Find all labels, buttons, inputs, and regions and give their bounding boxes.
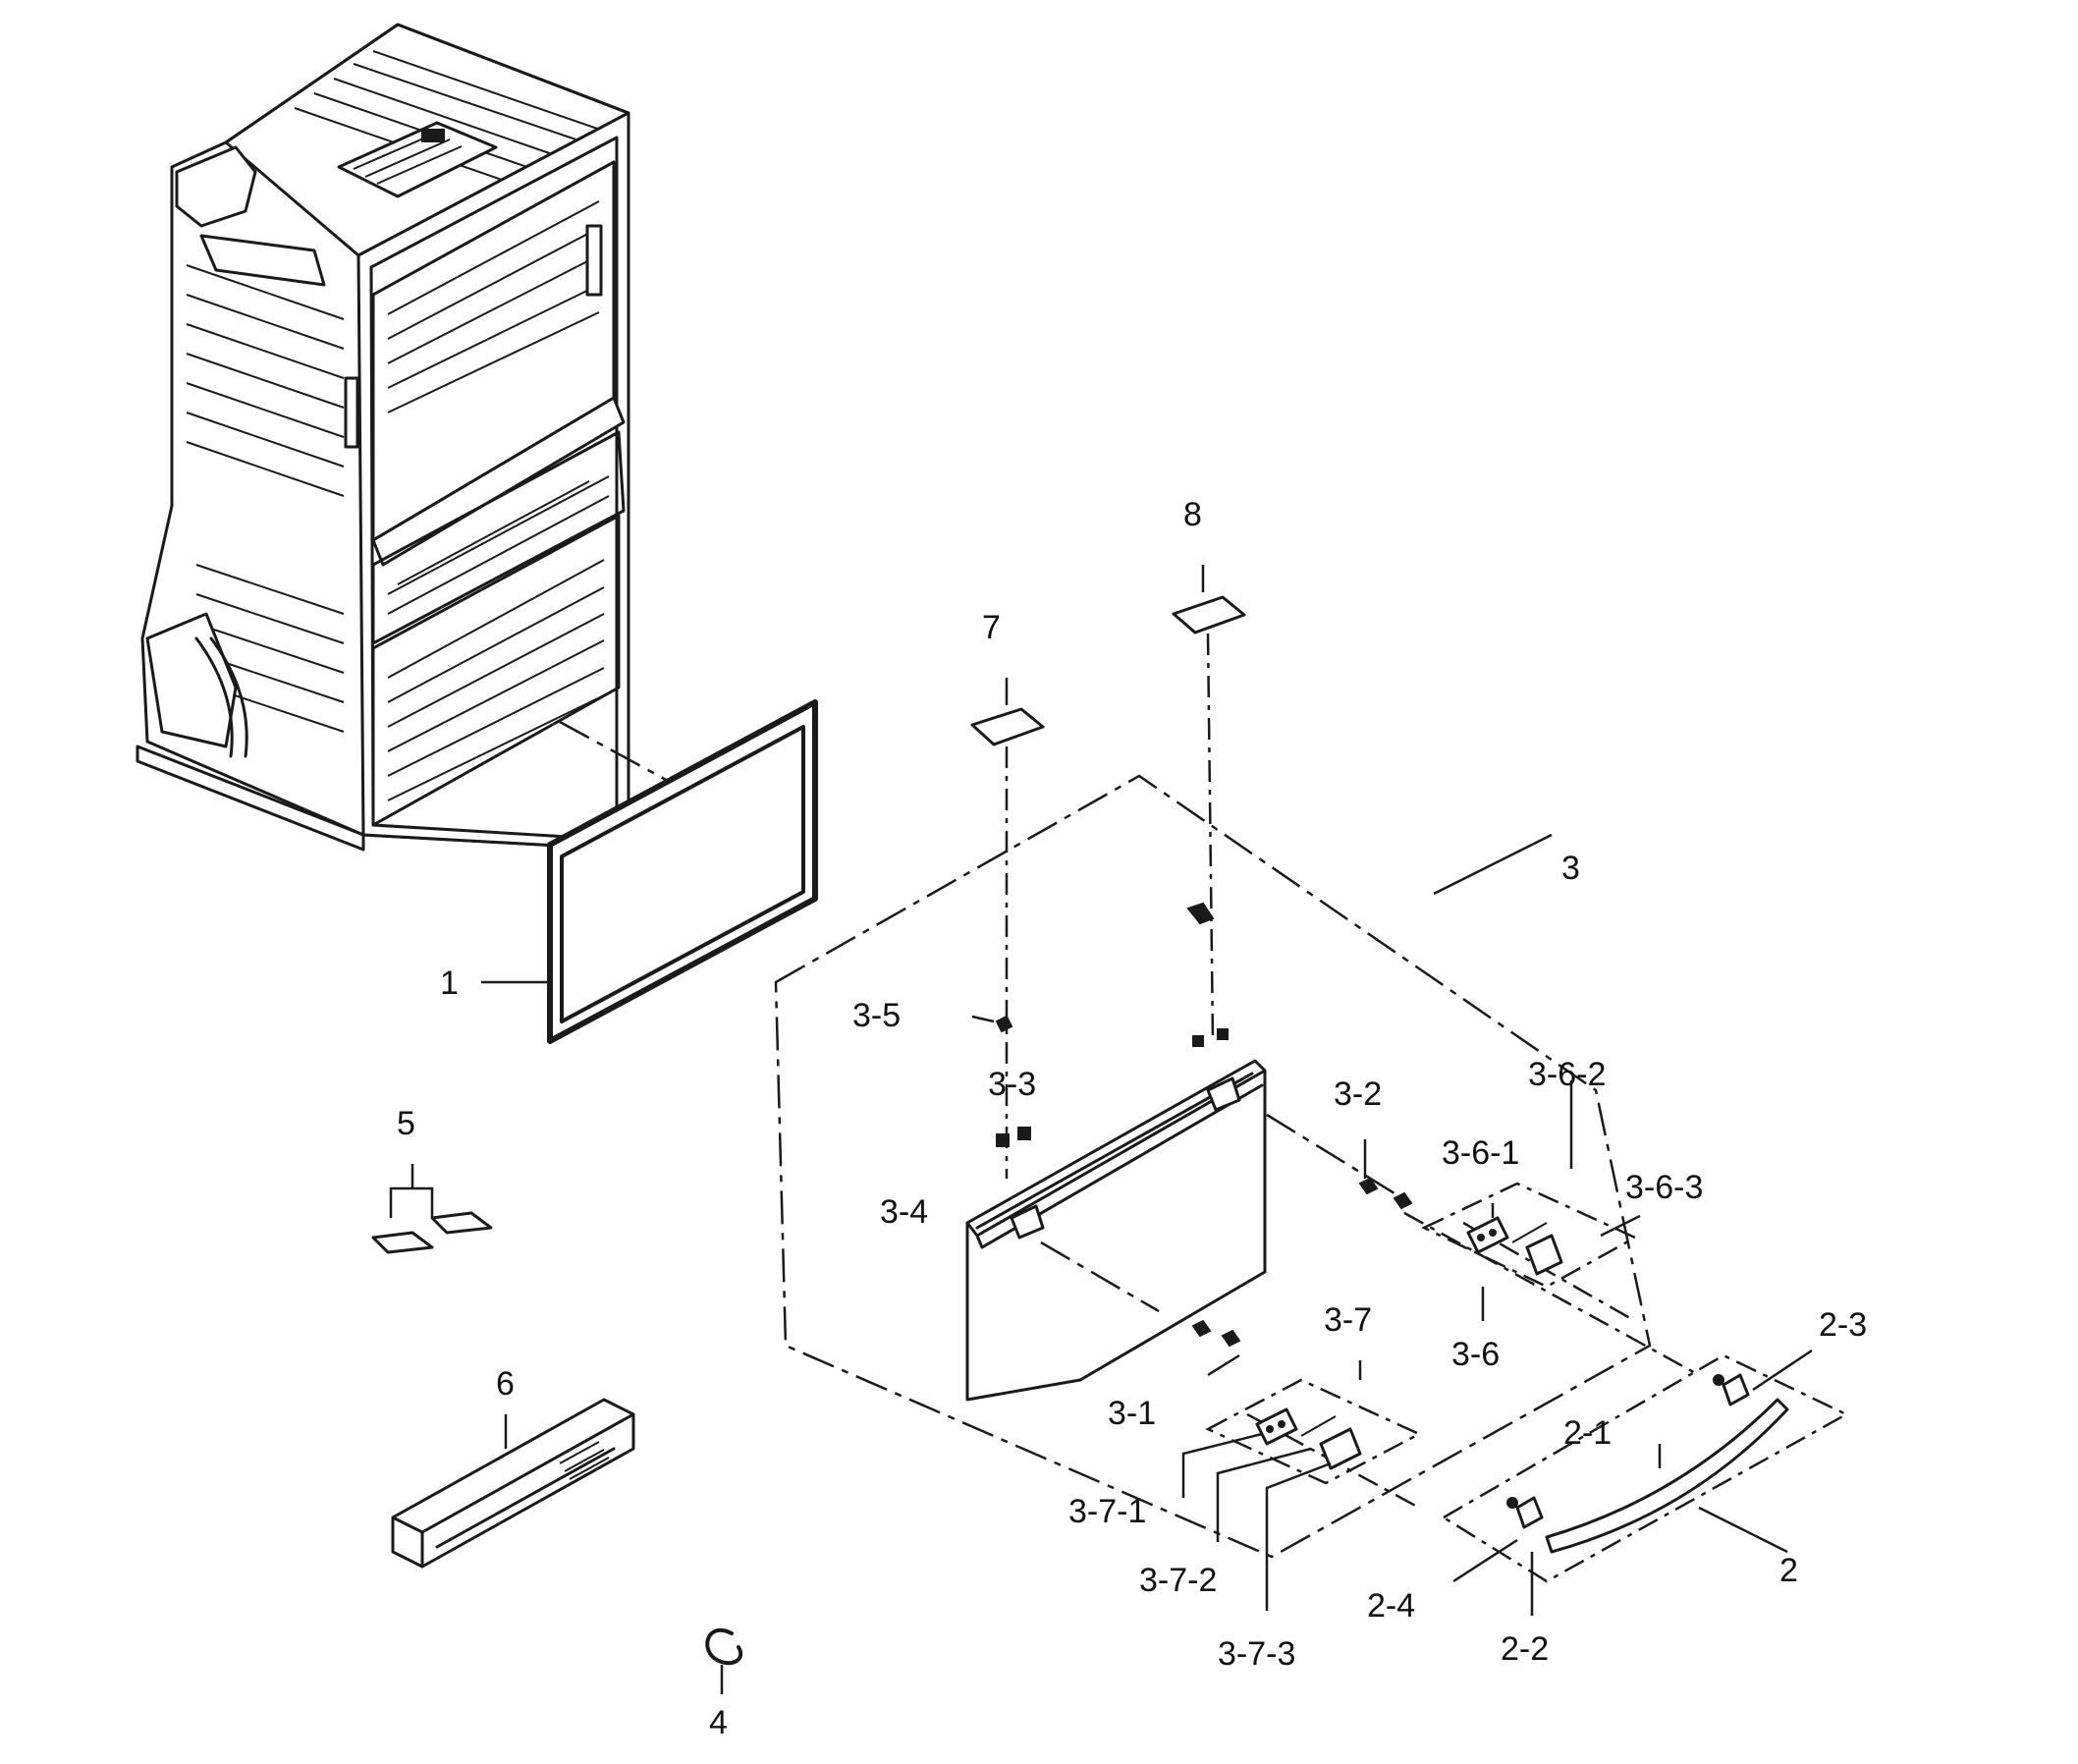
label-part-3-6: 3-6 [1451, 1336, 1500, 1373]
part-3-freezer-door [965, 1059, 1395, 1402]
label-part-3-7-3: 3-7-3 [1218, 1635, 1295, 1673]
part-3-assembly-boundary [774, 774, 1652, 1559]
screws [1191, 1139, 1413, 1377]
part-1-door-gasket [481, 699, 818, 1044]
label-part-5: 5 [397, 1105, 415, 1142]
label-part-3-3: 3-3 [988, 1066, 1036, 1103]
callout-labels: 1 2 2-1 2-2 2-3 2-4 3 3-1 3-2 3-3 3-4 3-… [397, 496, 1867, 1741]
label-part-6: 6 [496, 1365, 515, 1403]
label-part-3: 3 [1561, 850, 1580, 887]
label-part-1: 1 [440, 965, 459, 1002]
label-part-3-4: 3-4 [880, 1193, 928, 1231]
label-part-3-2: 3-2 [1334, 1075, 1382, 1113]
part-8-hinge-cover [1172, 565, 1246, 1042]
part-6-cover [391, 1398, 635, 1569]
label-part-2: 2 [1779, 1552, 1798, 1589]
label-part-3-7-2: 3-7-2 [1139, 1562, 1217, 1599]
hinge-pins [971, 902, 1229, 1147]
label-part-3-1: 3-1 [1108, 1395, 1156, 1432]
part-3-6-bracket-group [1421, 1080, 1641, 1323]
label-part-3-7-1: 3-7-1 [1068, 1493, 1146, 1530]
part-3-7-bracket-group [1181, 1360, 1422, 1611]
part-2-handle-assembly [1403, 1211, 1849, 1616]
label-part-3-6-3: 3-6-3 [1625, 1169, 1703, 1206]
part-4-clip-ring [705, 1628, 743, 1694]
label-part-2-1: 2-1 [1563, 1414, 1612, 1452]
label-part-2-3: 2-3 [1819, 1306, 1867, 1344]
label-part-7: 7 [982, 609, 1001, 646]
refrigerator-cabinet [136, 23, 630, 852]
label-part-8: 8 [1183, 496, 1202, 533]
label-part-3-5: 3-5 [852, 997, 901, 1034]
label-part-3-6-2: 3-6-2 [1528, 1056, 1606, 1093]
part-7-hinge-cover [970, 678, 1045, 1179]
label-part-4: 4 [709, 1704, 728, 1741]
label-part-3-7: 3-7 [1324, 1301, 1372, 1339]
label-part-2-4: 2-4 [1367, 1587, 1415, 1625]
label-part-3-6-1: 3-6-1 [1442, 1134, 1519, 1172]
part-5-clips [371, 1164, 493, 1254]
label-part-2-2: 2-2 [1501, 1630, 1549, 1668]
